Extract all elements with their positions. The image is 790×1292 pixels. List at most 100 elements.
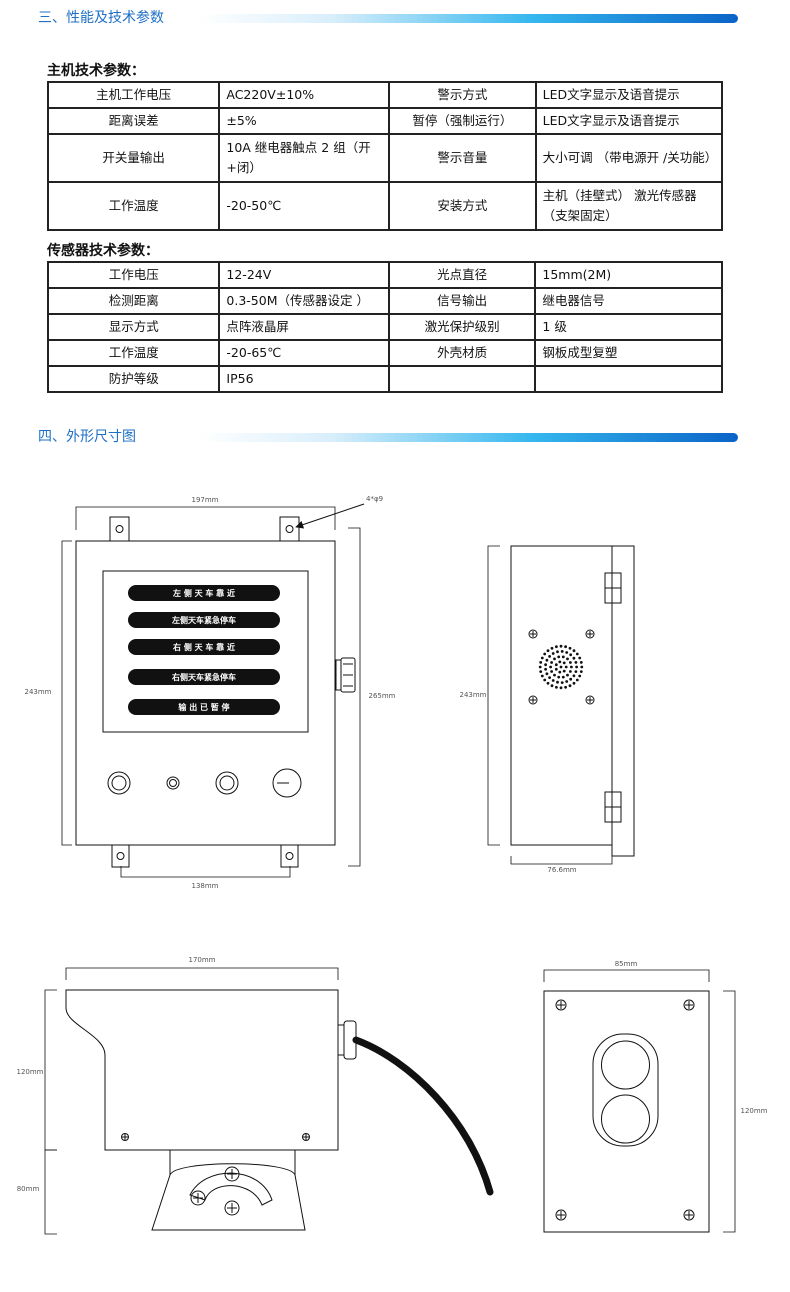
param-value-cell: 0.3-50M（传感器设定 ） [218, 287, 390, 315]
led-label: 输 出 已 暂 停 [178, 702, 229, 712]
speaker-hole [548, 655, 551, 658]
host-side-view [487, 545, 635, 865]
speaker-hole [569, 653, 573, 657]
speaker-hole [564, 665, 568, 669]
param-name-cell: 光点直径 [387, 261, 537, 289]
sensor-table-title: 传感器技术参数： [47, 243, 159, 259]
speaker-hole [555, 685, 558, 689]
speaker-hole [550, 670, 553, 673]
speaker-hole [549, 665, 552, 669]
speaker-hole [556, 650, 559, 654]
param-value-cell: 10A 继电器触点 2 组（开+闭） [218, 133, 391, 183]
speaker-hole [575, 678, 579, 682]
param-value-cell: 继电器信号 [534, 287, 723, 315]
speaker-hole [566, 673, 569, 677]
speaker-hole [559, 665, 563, 669]
speaker-hole [566, 657, 569, 661]
speaker-hole [569, 661, 572, 664]
speaker-hole [580, 665, 584, 669]
speaker-hole [551, 652, 555, 655]
led-label: 左侧天车紧急停车 [171, 615, 236, 625]
param-name-cell: 开关量输出 [46, 133, 221, 183]
speaker-hole [557, 655, 561, 659]
speaker-hole [562, 661, 566, 665]
speaker-hole [546, 649, 550, 653]
param-value-cell: 钢板成型复塑 [534, 339, 723, 367]
speaker-hole [578, 656, 582, 660]
param-value-cell: -20-50℃ [218, 181, 391, 231]
speaker-hole [553, 673, 556, 677]
speaker-hole [574, 661, 578, 664]
speaker-hole [560, 650, 564, 653]
param-value-cell: 12-24V [218, 261, 390, 289]
speaker-hole [557, 675, 561, 679]
speaker-hole [565, 680, 569, 683]
param-name-cell: 工作电压 [46, 261, 221, 289]
section-header-4: 四、外形尺寸图 [38, 427, 738, 447]
param-name-cell: 警示方式 [388, 81, 537, 109]
host-front-view [61, 503, 365, 878]
param-value-cell: IP56 [218, 365, 390, 393]
speaker-hole [538, 665, 542, 669]
param-name-cell: 防护等级 [46, 365, 221, 393]
speaker-hole [544, 663, 547, 667]
dim-front-right: 265mm [369, 692, 396, 700]
param-value-cell: 1 级 [534, 313, 723, 341]
host-table-title: 主机技术参数： [47, 63, 145, 79]
param-name-cell [387, 365, 537, 393]
speaker-hole [572, 656, 576, 660]
dim-front-height: 243mm [25, 688, 52, 696]
speaker-hole [568, 646, 572, 650]
speaker-hole [550, 661, 553, 664]
dim-sensor-width: 170mm [189, 956, 216, 964]
sensor-front-view [543, 969, 736, 1233]
param-value-cell [534, 365, 723, 393]
dim-front-bottom: 138mm [192, 882, 219, 890]
dim-sensor-lower: 80mm [17, 1185, 40, 1193]
speaker-hole [555, 645, 558, 649]
speaker-hole [579, 661, 583, 664]
led-panel [128, 585, 280, 715]
section-divider-bar [198, 14, 738, 23]
param-value-cell: AC220V±10% [218, 81, 391, 109]
speaker-hole [540, 674, 544, 678]
speaker-hole [551, 679, 555, 682]
dim-sensor-front-width: 85mm [615, 960, 638, 968]
speaker-hole [570, 665, 573, 669]
param-value-cell: -20-65℃ [218, 339, 390, 367]
speaker-hole [550, 646, 554, 650]
param-value-cell: LED文字显示及语音提示 [534, 107, 724, 135]
speaker-hole [556, 680, 559, 684]
speaker-hole [568, 684, 572, 688]
speaker-hole [575, 652, 579, 656]
speaker-hole [539, 670, 543, 673]
param-value-cell: 点阵液晶屏 [218, 313, 390, 341]
speaker-hole [543, 678, 547, 682]
speaker-hole [574, 670, 578, 673]
dim-sensor-upper: 120mm [17, 1068, 44, 1076]
led-label: 右 侧 天 车 靠 近 [172, 642, 235, 652]
param-name-cell: 距离误差 [46, 107, 221, 135]
section-header-3: 三、性能及技术参数 [38, 8, 738, 28]
speaker-hole [546, 681, 550, 685]
speaker-hole [560, 681, 564, 684]
speaker-hole [561, 655, 565, 659]
speaker-hole [559, 686, 563, 690]
dim-front-width: 197mm [192, 496, 219, 504]
param-name-cell: 工作温度 [46, 181, 221, 231]
speaker-hole [565, 651, 569, 654]
param-name-cell: 警示音量 [388, 133, 537, 183]
speaker-hole [540, 656, 544, 660]
param-value-cell: 15mm(2M) [534, 261, 723, 289]
speaker-hole [562, 669, 566, 673]
speaker-hole [558, 660, 562, 664]
speaker-hole [553, 657, 556, 661]
